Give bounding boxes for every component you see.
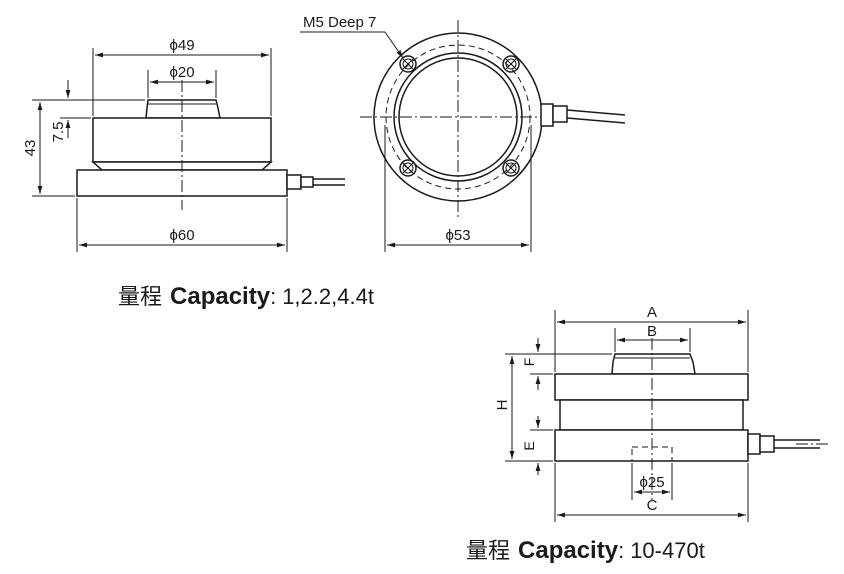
dim-phi49-label: ϕ49	[169, 37, 194, 54]
side-view-large: A B H F E ϕ25 C	[494, 304, 830, 522]
capacity-small-separator: :	[270, 284, 276, 309]
bolt-hole	[399, 55, 417, 73]
capacity-large-caption: 量程 Capacity:10-470t	[466, 537, 705, 564]
thread-note-label: M5 Deep 7	[303, 14, 376, 31]
dim-h-label: H	[494, 400, 511, 411]
dim-7-5-label: 7.5	[50, 122, 67, 143]
top-view-circle: M5 Deep 7 ϕ53	[300, 14, 626, 252]
capacity-large-chinese: 量程	[466, 538, 510, 563]
dim-phi53-label: ϕ53	[445, 227, 470, 244]
dim-phi60-label: ϕ60	[169, 227, 194, 244]
dim-43-label: 43	[22, 140, 39, 157]
dim-c-label: C	[647, 497, 658, 514]
dim-phi25-label: ϕ25	[639, 474, 664, 491]
capacity-large-english: Capacity	[518, 537, 619, 564]
capacity-large-values: 10-470t	[630, 538, 705, 563]
capacity-small-chinese: 量程	[118, 284, 162, 309]
dim-a-label: A	[647, 304, 657, 321]
capacity-small-english: Capacity	[170, 283, 271, 310]
bolt-hole	[502, 159, 520, 177]
capacity-small-caption: 量程 Capacity:1,2.2,4.4t	[118, 283, 374, 310]
capacity-large-separator: :	[618, 538, 624, 563]
dim-b-label: B	[647, 323, 657, 340]
dim-f-label: F	[521, 358, 537, 367]
dim-e-label: E	[521, 441, 537, 450]
capacity-small-values: 1,2.2,4.4t	[282, 284, 374, 309]
side-view-small: ϕ49 ϕ20 43 7.5 ϕ60	[22, 37, 345, 252]
bolt-hole	[399, 159, 417, 177]
bolt-hole	[502, 55, 520, 73]
dim-phi20-label: ϕ20	[169, 64, 194, 81]
